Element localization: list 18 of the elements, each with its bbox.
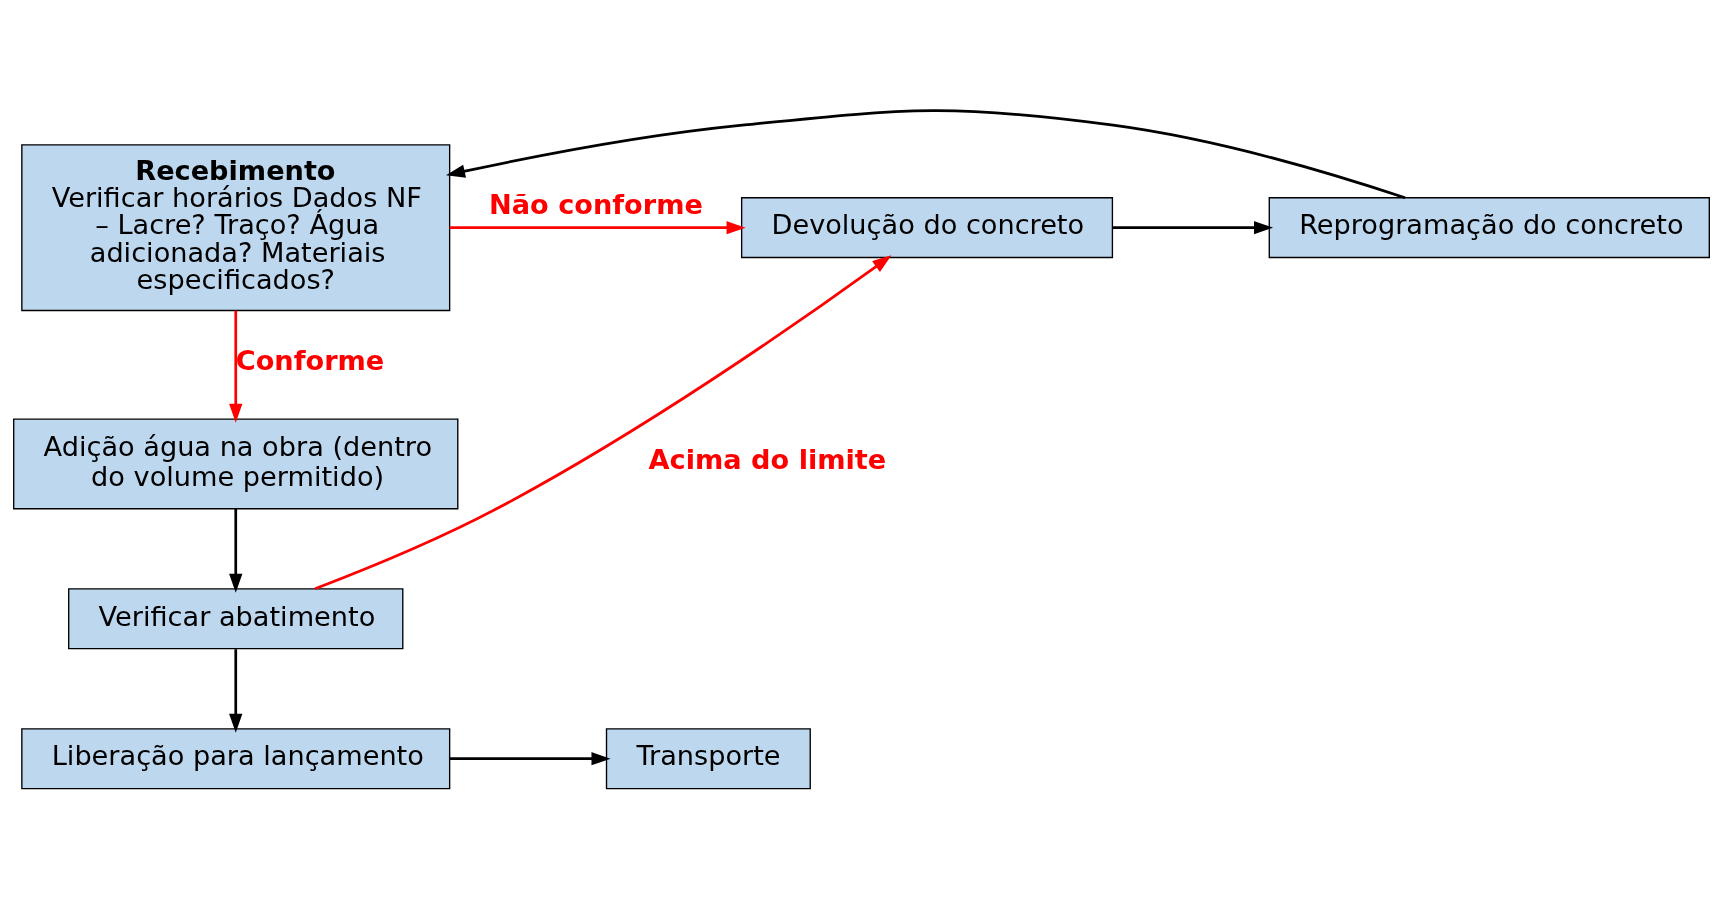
arrow bbox=[449, 752, 611, 766]
arrow bbox=[314, 255, 892, 590]
edge-label: Não conforme bbox=[489, 189, 703, 221]
arrow bbox=[1112, 221, 1274, 235]
node-box: Reprogramação do concreto bbox=[1268, 197, 1710, 259]
arrow bbox=[229, 649, 243, 733]
node-box: Devolução do concreto bbox=[740, 197, 1114, 259]
node-box: Liberação para lançamento bbox=[21, 728, 451, 790]
node-box: Verificar abatimento bbox=[68, 588, 404, 650]
arrow bbox=[449, 221, 746, 235]
arrow bbox=[229, 310, 243, 423]
arrow bbox=[445, 109, 1406, 200]
node-box: Recebimento Verificar horários Dados NF – Lacre? Traço? Água adicionada? Materiais especificados? bbox=[21, 144, 451, 312]
arrow bbox=[229, 508, 243, 593]
edge-label: Acima do limite bbox=[648, 444, 887, 476]
node-box: Adição água na obra (dentro do volume permitido) bbox=[13, 418, 459, 510]
edge-label: Conforme bbox=[235, 345, 385, 377]
node-box: Transporte bbox=[605, 728, 811, 790]
